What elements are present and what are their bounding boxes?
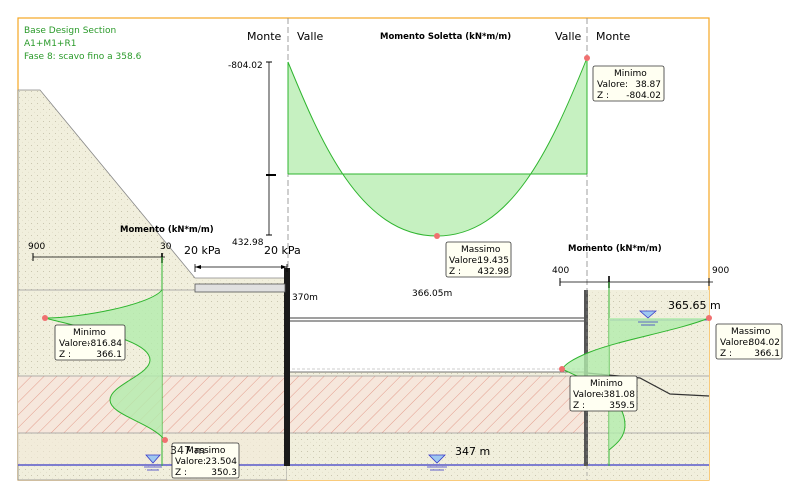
svg-text:804.02: 804.02 — [749, 338, 781, 348]
right-water-level: 365.65 m — [668, 299, 721, 312]
left-min-tooltip: Minimo Valore: -816.84 Z : 366.1 — [54, 324, 126, 361]
svg-text:Z :: Z : — [449, 267, 461, 277]
header-phase: Fase 8: scavo fino a 358.6 — [24, 52, 142, 62]
load-left-label: 20 kPa — [184, 244, 221, 257]
slab-right-valle: Valle — [555, 30, 582, 43]
svg-text:Valore:: Valore: — [573, 390, 604, 400]
svg-text:432.98: 432.98 — [478, 267, 510, 277]
svg-text:Massimo: Massimo — [731, 327, 771, 337]
water-symbol-center — [427, 454, 447, 471]
svg-text:Z :: Z : — [59, 350, 71, 360]
surcharge-slab — [194, 283, 286, 293]
svg-text:Z :: Z : — [597, 91, 609, 101]
svg-text:366.1: 366.1 — [754, 349, 780, 359]
left-wall — [284, 268, 290, 466]
svg-text:-804.02: -804.02 — [626, 91, 661, 101]
base-water-level: 347 m — [455, 445, 490, 458]
right-moment-title: Momento (kN*m/m) — [568, 244, 662, 254]
slab-elevation: 366.05m — [412, 289, 452, 299]
svg-text:Z :: Z : — [720, 349, 732, 359]
left-axis-right: 30 — [160, 242, 172, 252]
svg-text:Minimo: Minimo — [614, 69, 647, 79]
slab-left-monte: Monte — [247, 30, 282, 43]
right-max-tooltip: Massimo Valore: 804.02 Z : 366.1 — [715, 323, 783, 360]
svg-text:Z :: Z : — [573, 401, 585, 411]
right-max-point — [706, 315, 712, 321]
svg-text:Massimo: Massimo — [461, 245, 501, 255]
svg-text:359.5: 359.5 — [609, 401, 635, 411]
slab-axis-top: -804.02 — [228, 61, 263, 71]
left-max-point — [162, 437, 168, 443]
svg-text:Massimo: Massimo — [186, 446, 226, 456]
water-symbol-left — [144, 454, 162, 471]
right-moment-area — [562, 318, 709, 450]
left-moment-area — [45, 290, 165, 440]
wall-top-elevation: 370m — [292, 293, 318, 303]
svg-text:-816.84: -816.84 — [87, 339, 122, 349]
right-min-point — [559, 366, 565, 372]
left-max-tooltip: Massimo Valore: 23.504 Z : 350.3 — [171, 442, 240, 479]
slab-axis-bottom: 432.98 — [232, 238, 264, 248]
left-axis-left: 900 — [28, 242, 45, 252]
right-axis-left: 400 — [552, 266, 569, 276]
svg-text:350.3: 350.3 — [211, 468, 237, 478]
header-combination: A1+M1+R1 — [24, 39, 76, 49]
water-symbol-right — [638, 310, 658, 326]
slab-moment-area — [288, 58, 587, 236]
svg-text:Minimo: Minimo — [590, 379, 623, 389]
svg-text:Valore:: Valore: — [449, 256, 480, 266]
svg-text:-381.08: -381.08 — [600, 390, 635, 400]
right-soil — [587, 290, 709, 396]
svg-text:Valore:: Valore: — [720, 338, 751, 348]
slab-moment-title: Momento Soletta (kN*m/m) — [380, 32, 511, 42]
svg-text:38.87: 38.87 — [635, 80, 661, 90]
slab-left-valle: Valle — [297, 30, 324, 43]
svg-text:19.435: 19.435 — [478, 256, 510, 266]
left-min-point — [42, 315, 48, 321]
slab-min-point — [584, 55, 590, 61]
svg-text:Z :: Z : — [175, 468, 187, 478]
slab-max-point — [434, 233, 440, 239]
svg-text:23.504: 23.504 — [206, 457, 238, 467]
left-level-label: 347 m — [170, 444, 205, 457]
svg-text:366.1: 366.1 — [96, 350, 122, 360]
load-right-label: 20 kPa — [264, 244, 301, 257]
slab-right-monte: Monte — [596, 30, 631, 43]
center-hatched-layer — [287, 376, 587, 433]
svg-text:Valore:: Valore: — [597, 80, 628, 90]
slab-min-tooltip: Minimo Valore: 38.87 Z : -804.02 — [592, 65, 665, 102]
right-axis-right: 900 — [712, 266, 729, 276]
slab-max-tooltip: Massimo Valore: 19.435 Z : 432.98 — [445, 241, 512, 278]
svg-text:Minimo: Minimo — [73, 328, 106, 338]
left-moment-curve — [44, 289, 166, 441]
left-moment-title: Momento (kN*m/m) — [120, 225, 214, 235]
svg-text:Valore:: Valore: — [59, 339, 90, 349]
right-min-tooltip: Minimo Valore: -381.08 Z : 359.5 — [569, 375, 638, 412]
svg-text:Valore:: Valore: — [175, 457, 206, 467]
header-section: Base Design Section — [24, 26, 116, 36]
